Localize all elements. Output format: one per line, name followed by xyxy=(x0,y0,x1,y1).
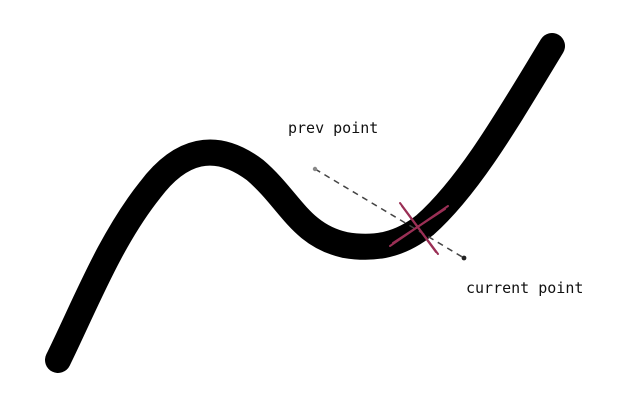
prev-to-current-dashed-line xyxy=(314,168,465,259)
current-point-label: current point xyxy=(466,279,583,297)
prev-point-dot-icon xyxy=(312,166,318,172)
brush-stroke-curve xyxy=(45,33,565,373)
prev-point-label: prev point xyxy=(288,119,378,137)
current-point-dot-icon xyxy=(461,255,467,261)
intersection-cross-mark-icon xyxy=(389,202,449,255)
